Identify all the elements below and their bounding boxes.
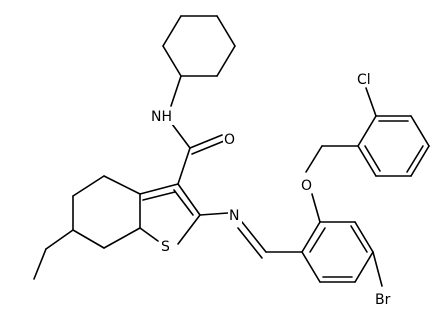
imine-n-label: N	[229, 208, 239, 224]
imine-linkage	[199, 212, 303, 259]
carbonyl-o-label: O	[224, 132, 235, 148]
bromo-bond	[372, 251, 383, 287]
sulfur-label: S	[161, 239, 170, 255]
atom-labels: NH O S N O Cl Br	[150, 70, 396, 308]
chloro-bond	[365, 87, 377, 117]
ether-linkage	[305, 145, 359, 223]
tetrahydro-ring	[72, 175, 141, 249]
ethyl-group	[33, 229, 74, 280]
bromophenyl-ring	[301, 221, 374, 283]
thiophene-ring	[139, 183, 201, 245]
bromine-label: Br	[375, 292, 391, 308]
amide-group	[170, 75, 225, 185]
chlorine-label: Cl	[357, 72, 371, 88]
cyclohexyl-ring	[162, 15, 236, 77]
nh-label: NH	[151, 109, 172, 125]
chlorophenyl-ring	[357, 115, 430, 177]
ether-o-label: O	[301, 178, 312, 194]
